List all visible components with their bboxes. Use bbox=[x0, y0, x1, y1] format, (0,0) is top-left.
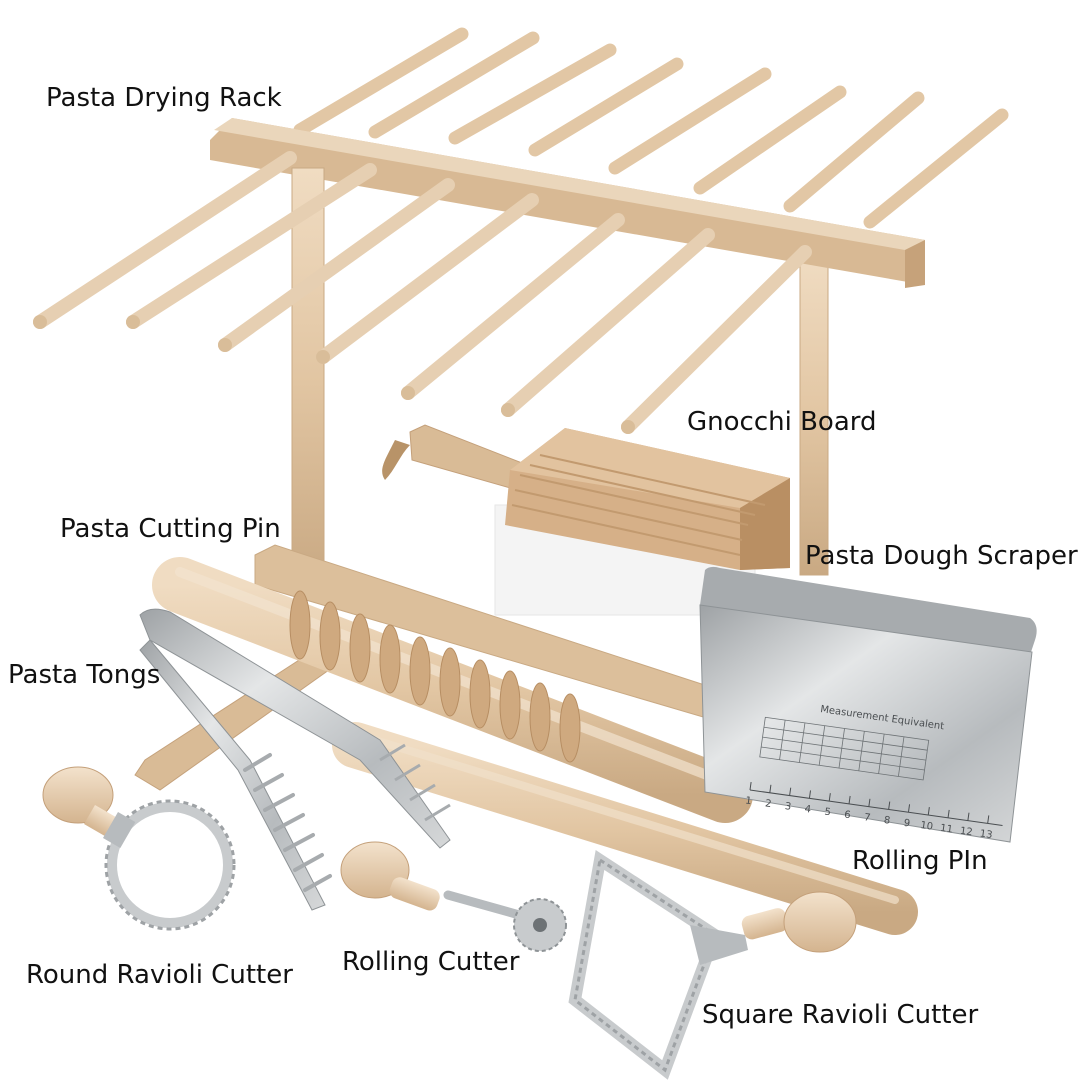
ruler-number: 6 bbox=[844, 809, 852, 821]
ruler-number: 7 bbox=[863, 812, 871, 824]
rolling-pin bbox=[332, 722, 918, 935]
ruler-number: 11 bbox=[939, 823, 953, 836]
label-round-cutter: Round Ravioli Cutter bbox=[26, 960, 293, 990]
ruler-number: 10 bbox=[920, 820, 934, 833]
label-gnocchi-board: Gnocchi Board bbox=[687, 407, 877, 437]
label-tongs: Pasta Tongs bbox=[8, 660, 161, 690]
round-ravioli-cutter bbox=[42, 766, 236, 931]
ruler-number: 8 bbox=[883, 815, 891, 827]
label-dough-scraper: Pasta Dough Scraper bbox=[805, 541, 1078, 571]
label-rolling-pin: Rolling PIn bbox=[852, 846, 988, 876]
label-drying-rack: Pasta Drying Rack bbox=[46, 83, 282, 113]
ruler-number: 2 bbox=[764, 798, 772, 810]
ruler-number: 3 bbox=[784, 801, 792, 813]
dough-scraper: Measurement Equivalent bbox=[699, 566, 1037, 843]
scraper-ruler: 1 2 3 4 5 6 7 8 9 10 11 12 13 bbox=[744, 782, 1003, 841]
pasta-tongs bbox=[139, 608, 451, 911]
ruler-number: 4 bbox=[804, 804, 812, 816]
ruler-number: 12 bbox=[959, 826, 973, 839]
drying-rack bbox=[33, 27, 1009, 791]
label-cutting-pin: Pasta Cutting Pin bbox=[60, 514, 281, 544]
square-ravioli-cutter bbox=[568, 850, 857, 1080]
ruler-number: 9 bbox=[903, 818, 911, 830]
pasta-cutting-pin bbox=[152, 557, 753, 823]
label-rolling-cutter: Rolling Cutter bbox=[342, 947, 520, 977]
label-square-cutter: Square Ravioli Cutter bbox=[702, 1000, 979, 1030]
ruler-number: 13 bbox=[979, 828, 993, 841]
ruler-number: 1 bbox=[744, 795, 752, 807]
ruler-number: 5 bbox=[824, 807, 832, 819]
rolling-cutter bbox=[340, 841, 567, 952]
